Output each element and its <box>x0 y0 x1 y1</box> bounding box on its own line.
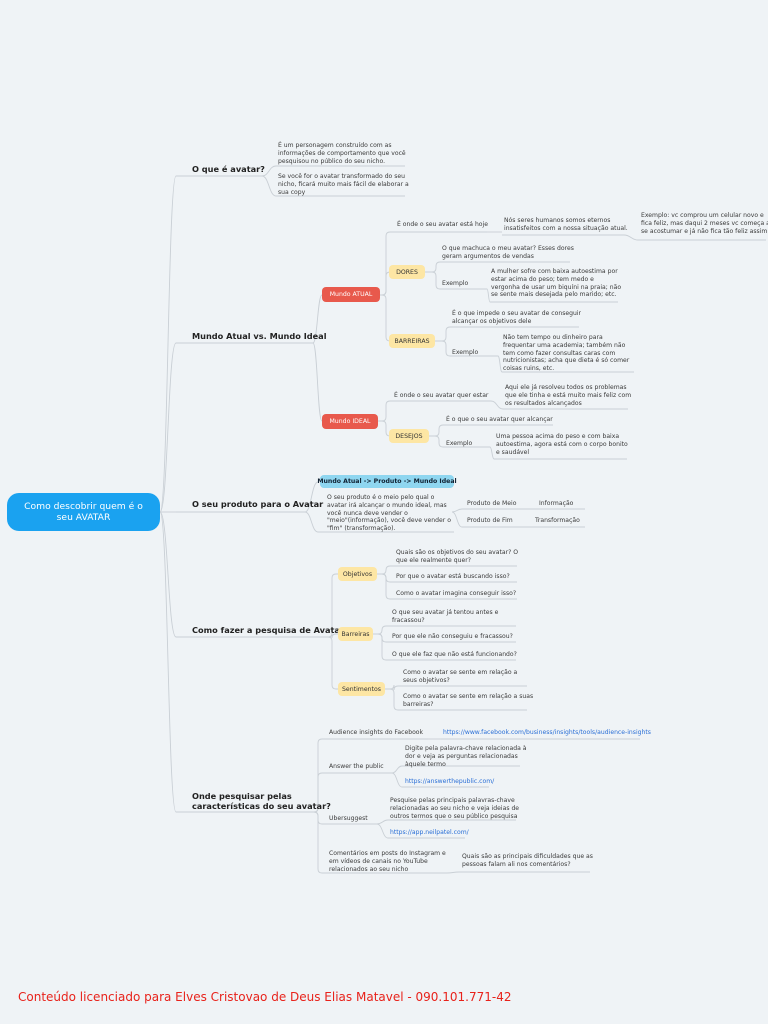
branch-title-como-fazer-pesquisa[interactable]: Como fazer a pesquisa de Avatar <box>192 625 344 635</box>
elbow-connector <box>435 340 451 357</box>
elbow-connector <box>380 231 395 296</box>
leaf-text: Por que o avatar está buscando isso? <box>396 573 510 580</box>
pill-sentimentos[interactable]: Sentimentos <box>338 682 385 696</box>
leaf-text: O que ele faz que não está funcionando? <box>392 651 517 658</box>
leaf-text: Exemplo: vc comprou um celular novo e fi… <box>641 212 768 235</box>
root-to-branch-0 <box>159 175 177 513</box>
elbow-connector <box>429 435 445 448</box>
elbow-connector <box>378 400 393 422</box>
leaf-text: Digite pela palavra-chave relacionada à … <box>405 745 527 768</box>
elbow-connector <box>377 573 394 600</box>
pill-mundo-atual[interactable]: Mundo ATUAL <box>322 287 380 302</box>
pill-dores[interactable]: DORES <box>389 265 425 279</box>
source-answer-the-public[interactable]: Answer the public <box>329 763 384 770</box>
connector <box>623 234 639 241</box>
leaf-text: Transformação <box>535 517 580 524</box>
to-atual <box>312 294 323 344</box>
elbow-connector <box>377 565 394 575</box>
elbow-connector <box>425 261 441 273</box>
elbow-connector <box>312 811 327 825</box>
leaf-text: Quais são as principais dificuldades que… <box>462 853 593 868</box>
leaf-text: É um personagem construído com as inform… <box>278 142 406 165</box>
branch0-leaf <box>261 165 277 177</box>
elbow-connector <box>385 688 401 711</box>
leaf-text: Produto de Fim <box>467 517 513 524</box>
leaf-text: Por que ele não conseguiu e fracassou? <box>392 633 513 640</box>
leaf-text: O seu produto é o meio pelo qual o avata… <box>327 494 451 533</box>
connector <box>451 508 463 513</box>
connector <box>391 772 403 788</box>
connector <box>497 355 503 373</box>
leaf-text: Como o avatar imagina conseguir isso? <box>396 590 517 597</box>
connector <box>446 871 460 874</box>
root-to-branch-1 <box>159 342 177 513</box>
leaf-text: Uma pessoa acima do peso e com baixa aut… <box>496 433 628 456</box>
root-node[interactable]: Como descobrir quem é o seu AVATAR <box>7 493 160 531</box>
leaf-text: Nós seres humanos somos eternos insatisf… <box>504 217 628 232</box>
connector <box>391 765 403 774</box>
root-to-branch-4 <box>159 511 177 813</box>
elbow-connector <box>429 424 445 437</box>
root-to-branch-3 <box>159 511 177 638</box>
leaf-text: A mulher sofre com baixa autoestima por … <box>491 268 622 299</box>
leaf-text: Como o avatar se sente em relação a seus… <box>403 669 518 684</box>
branch0-leaf <box>261 175 277 197</box>
connector <box>376 819 389 825</box>
elbow-connector <box>380 294 391 342</box>
to-pill <box>304 481 319 513</box>
answerthepublic-link[interactable]: https://answerthepublic.com/ <box>405 778 495 785</box>
leaf-text: Aqui ele já resolveu todos os problemas … <box>505 384 632 407</box>
elbow-connector <box>373 625 390 635</box>
leaf-text: Como o avatar se sente em relação a suas… <box>403 693 534 708</box>
leaf-text: Informação <box>539 500 574 507</box>
source-facebook-audience[interactable]: Audience insights do Facebook <box>329 729 424 736</box>
branch-title-mundo-atual-vs-ideal[interactable]: Mundo Atual vs. Mundo Ideal <box>192 331 327 341</box>
pill-mundo-ideal[interactable]: Mundo IDEAL <box>322 414 378 429</box>
pill-objetivos[interactable]: Objetivos <box>338 567 377 581</box>
to-ideal <box>312 342 323 422</box>
branch-title-onde-pesquisar[interactable]: Onde pesquisar pelas características do … <box>192 791 331 811</box>
pill-barreiras[interactable]: BARREIRAS <box>389 334 435 348</box>
source-ubersuggest[interactable]: Ubersuggest <box>329 815 368 822</box>
leaf-text: É o que o seu avatar quer alcançar <box>446 416 553 423</box>
facebook-insights-link[interactable]: https://www.facebook.com/business/insigh… <box>443 729 651 736</box>
license-footer: Conteúdo licenciado para Elves Cristovao… <box>18 990 512 1004</box>
source-comentarios[interactable]: Comentários em posts do Instagram e em v… <box>329 850 446 873</box>
leaf-text: Não tem tempo ou dinheiro para frequenta… <box>503 334 630 373</box>
leaf-text: É onde o seu avatar quer estar <box>394 392 489 399</box>
leaf-text: O que machuca o meu avatar? Esses dores … <box>442 245 574 260</box>
elbow-connector <box>326 636 338 690</box>
to-desc <box>304 511 319 533</box>
pill-mundo-atual-produto-ideal[interactable]: Mundo Atual -> Produto -> Mundo Ideal <box>317 475 457 488</box>
branch-title-o-que-e-avatar[interactable]: O que é avatar? <box>192 164 265 174</box>
leaf-text: Quais são os objetivos do seu avatar? O … <box>396 549 519 564</box>
leaf-text: Exemplo <box>446 440 473 447</box>
connector <box>489 446 495 460</box>
leaf-text: É onde o seu avatar está hoje <box>397 221 488 228</box>
elbow-connector <box>425 271 441 290</box>
elbow-connector <box>312 811 327 874</box>
neilpatel-link[interactable]: https://app.neilpatel.com/ <box>390 829 469 836</box>
connector <box>486 288 491 303</box>
leaf-text: Produto de Meio <box>467 500 517 507</box>
elbow-connector <box>378 420 391 437</box>
elbow-connector <box>435 326 451 342</box>
pill-barreiras-pesquisa[interactable]: Barreiras <box>338 627 373 641</box>
leaf-text: É o que impede o seu avatar de conseguir… <box>452 310 582 325</box>
branch-title-seu-produto[interactable]: O seu produto para o Avatar <box>192 499 324 509</box>
leaf-text: Exemplo <box>442 280 469 287</box>
connector <box>451 511 463 528</box>
elbow-connector <box>373 633 390 661</box>
leaf-text: Se você for o avatar transformado do seu… <box>278 173 409 196</box>
leaf-text: Exemplo <box>452 349 479 356</box>
connector <box>490 400 504 410</box>
leaf-text: O que seu avatar já tentou antes e fraca… <box>392 609 499 624</box>
pill-desejos[interactable]: DESEJOS <box>389 429 429 443</box>
leaf-text: Pesquise pelas principais palavras-chave… <box>390 797 520 820</box>
connector <box>376 823 389 839</box>
